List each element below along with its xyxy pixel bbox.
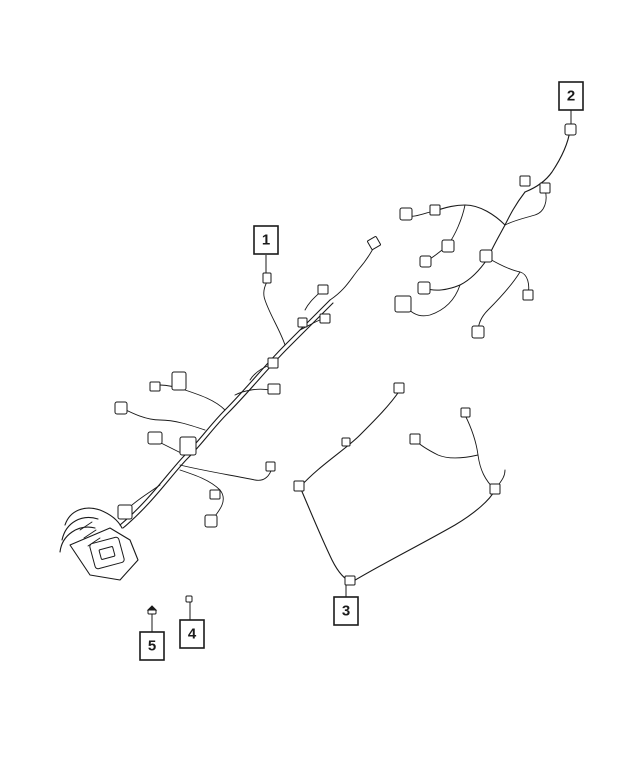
callout-label-1: 1 bbox=[262, 232, 270, 249]
callout-3: 3 bbox=[333, 596, 359, 626]
bulkhead-connector bbox=[59, 504, 139, 581]
callout-label-4: 4 bbox=[188, 626, 197, 643]
callout-2: 2 bbox=[558, 81, 584, 111]
callout-1: 1 bbox=[253, 225, 279, 255]
callout-4: 4 bbox=[179, 619, 205, 649]
wiring-harness-part-1 bbox=[59, 236, 381, 581]
clip-part-5 bbox=[146, 605, 158, 615]
callout-label-3: 3 bbox=[342, 603, 350, 620]
clip-part-4 bbox=[185, 595, 193, 603]
wiring-harness-part-3 bbox=[293, 382, 506, 586]
callout-5: 5 bbox=[139, 631, 165, 661]
callout-label-5: 5 bbox=[148, 638, 156, 655]
callout-label-2: 2 bbox=[567, 88, 575, 105]
wiring-harness-part-2 bbox=[394, 123, 577, 339]
